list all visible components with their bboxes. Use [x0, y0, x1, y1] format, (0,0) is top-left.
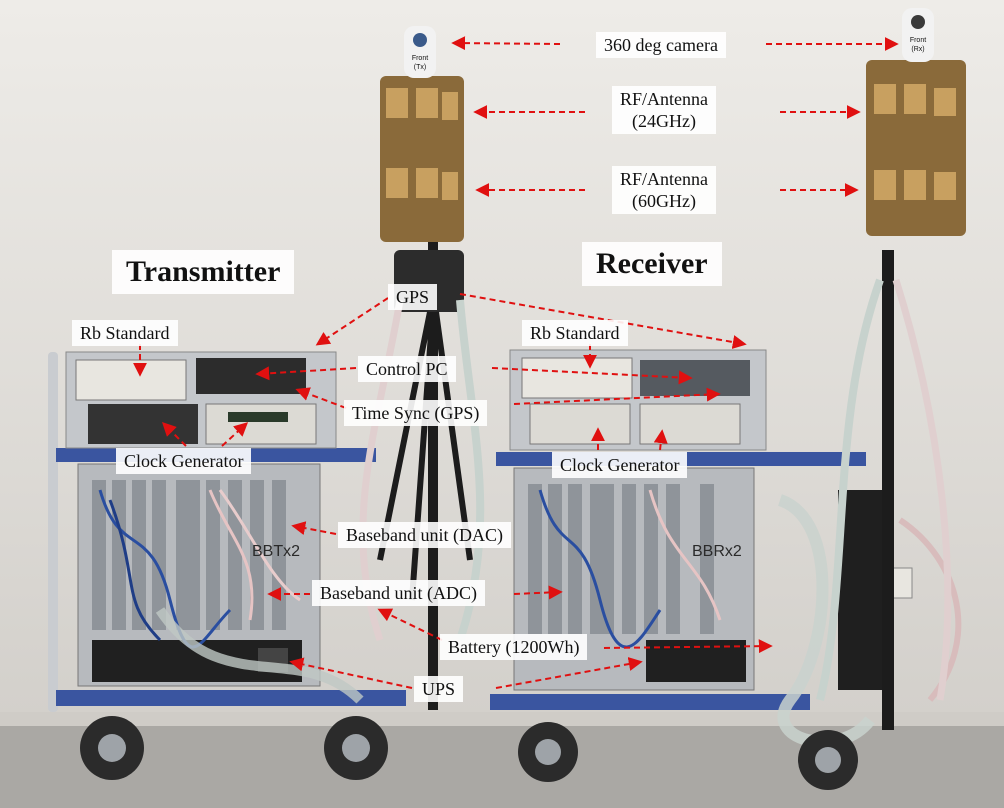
label-rf-60-line2: (60GHz): [632, 191, 696, 211]
label-rf-24-line2: (24GHz): [632, 111, 696, 131]
annotation-arrows: [133, 36, 899, 689]
label-360-camera: 360 deg camera: [596, 32, 726, 58]
label-rb-standard-tx: Rb Standard: [72, 320, 178, 346]
label-rf-60-line1: RF/Antenna: [620, 169, 708, 189]
label-time-sync: Time Sync (GPS): [344, 400, 488, 426]
card-label-rx: BBRx2: [692, 543, 742, 560]
label-receiver: Receiver: [582, 242, 722, 286]
label-rf-24-line1: RF/Antenna: [620, 89, 708, 109]
label-control-pc: Control PC: [358, 356, 456, 382]
cam-tx-text-2: (Tx): [414, 64, 426, 71]
receiver-mast: Front (Rx): [816, 8, 966, 730]
label-transmitter: Transmitter: [112, 250, 295, 294]
label-baseband-adc: Baseband unit (ADC): [312, 580, 485, 606]
label-gps: GPS: [388, 284, 438, 310]
label-baseband-dac: Baseband unit (DAC): [338, 522, 511, 548]
label-clock-generator-rx: Clock Generator: [552, 452, 688, 478]
transmitter-cart: [48, 351, 406, 780]
label-rf-antenna-24ghz: RF/Antenna (24GHz): [612, 86, 716, 134]
label-rf-antenna-60ghz: RF/Antenna (60GHz): [612, 166, 716, 214]
label-clock-generator-tx: Clock Generator: [116, 448, 252, 474]
cam-tx-text-1: Front: [412, 55, 428, 62]
cam-rx-text-1: Front: [910, 37, 926, 44]
label-ups: UPS: [414, 676, 464, 702]
label-rb-standard-rx: Rb Standard: [522, 320, 628, 346]
receiver-cart: [490, 349, 962, 790]
card-label-tx: BBTx2: [252, 543, 300, 560]
label-battery: Battery (1200Wh): [440, 634, 588, 660]
cam-rx-text-2: (Rx): [911, 46, 924, 53]
